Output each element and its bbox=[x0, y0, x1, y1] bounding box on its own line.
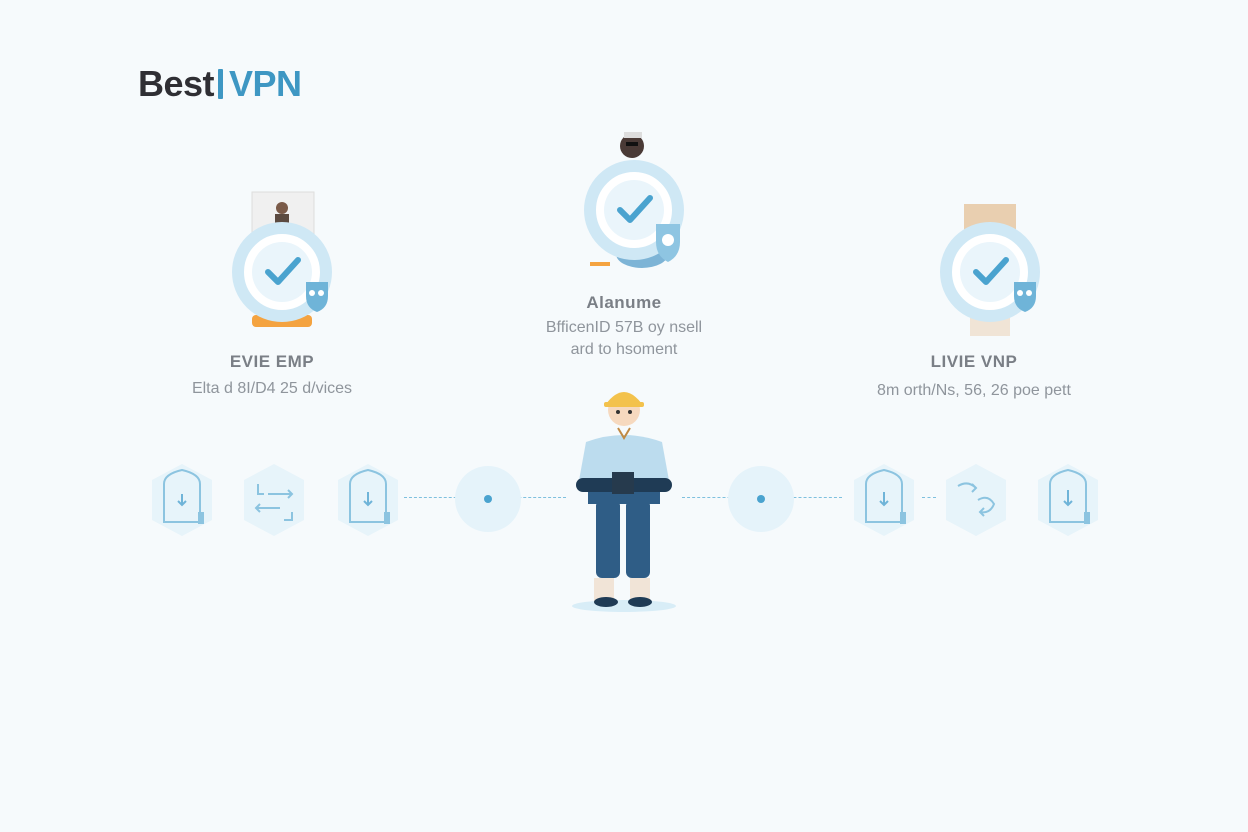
feature-right: LIVIE VNP 8m orth/Ns, 56, 26 poe pett bbox=[824, 200, 1124, 402]
door-device-icon bbox=[338, 464, 398, 536]
feature-right-desc: 8m orth/Ns, 56, 26 poe pett bbox=[877, 382, 1071, 399]
door-device-icon bbox=[854, 464, 914, 536]
device-node-1 bbox=[148, 462, 216, 538]
brand-name-part1: Best bbox=[138, 63, 215, 104]
connector-line-short bbox=[922, 497, 936, 498]
device-node-3 bbox=[334, 462, 402, 538]
connector-node-right bbox=[728, 466, 794, 532]
feature-center-desc-line2: ard to hsoment bbox=[570, 341, 678, 358]
shield-icon bbox=[306, 282, 328, 312]
feature-left-desc: Elta d 8I/D4 25 d/vices bbox=[191, 380, 353, 397]
feature-center-title: Alanume bbox=[586, 293, 662, 312]
feature-right-title: LIVIE VNP bbox=[930, 352, 1018, 371]
shield-icon bbox=[656, 224, 680, 262]
device-node-6 bbox=[1034, 462, 1102, 538]
feature-left-illustration bbox=[202, 190, 342, 340]
brand-logo: Best VPN bbox=[138, 62, 302, 106]
arrows-swap-icon bbox=[946, 464, 1006, 536]
shield-icon bbox=[1014, 282, 1036, 312]
door-device-icon bbox=[1038, 464, 1098, 536]
connector-node-left bbox=[455, 466, 521, 532]
feature-center-desc-line1: BfficenID 57B oy nsell bbox=[545, 319, 703, 336]
door-device-icon bbox=[152, 464, 212, 536]
check-circle-icon bbox=[584, 132, 684, 268]
feature-center-illustration bbox=[554, 126, 694, 281]
feature-right-illustration bbox=[904, 200, 1044, 340]
check-circle-icon bbox=[232, 191, 332, 327]
device-node-5 bbox=[942, 462, 1010, 538]
feature-center: Alanume BfficenID 57B oy nsell ard to hs… bbox=[474, 126, 774, 361]
arrows-swap-icon bbox=[244, 464, 304, 536]
brand-separator bbox=[218, 69, 224, 99]
device-node-2 bbox=[240, 462, 308, 538]
person-illustration bbox=[566, 382, 682, 614]
check-circle-icon bbox=[940, 204, 1040, 336]
feature-left: EVIE EMP Elta d 8I/D4 25 d/vices bbox=[122, 190, 422, 400]
feature-left-title: EVIE EMP bbox=[229, 352, 315, 371]
brand-name-part2: VPN bbox=[229, 63, 302, 104]
device-node-4 bbox=[850, 462, 918, 538]
person-icon bbox=[572, 392, 676, 612]
